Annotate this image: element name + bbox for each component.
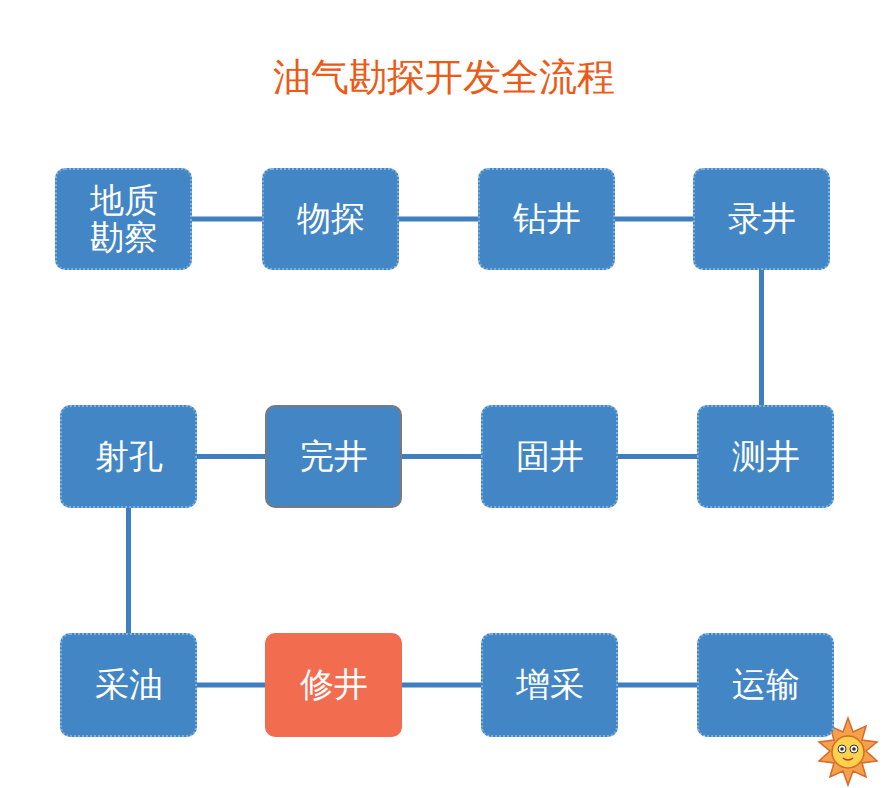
box-label: 钻井 [513, 200, 581, 237]
flow-connector [402, 683, 481, 688]
flow-connector [618, 454, 697, 459]
box-label: 射孔 [95, 438, 163, 475]
process-box: 采油 [60, 633, 197, 737]
box-label: 完井 [300, 438, 368, 475]
box-label: 运输 [732, 666, 800, 703]
process-box: 修井 [265, 633, 402, 737]
flow-connector [402, 454, 481, 459]
process-box: 固井 [481, 405, 618, 508]
box-label: 测井 [732, 438, 800, 475]
diagram-title: 油气勘探开发全流程 [0, 52, 888, 103]
box-label: 采油 [95, 666, 163, 703]
process-box: 录井 [693, 168, 830, 270]
flow-connector [197, 683, 265, 688]
box-label: 物探 [297, 200, 365, 237]
flow-connector [618, 683, 697, 688]
process-box: 测井 [697, 405, 834, 508]
process-box: 物探 [262, 168, 399, 270]
flow-connector [126, 508, 131, 633]
process-box: 钻井 [478, 168, 615, 270]
process-box: 完井 [265, 405, 402, 508]
flow-connector [197, 454, 265, 459]
box-label: 修井 [300, 666, 368, 703]
process-box: 运输 [697, 633, 834, 737]
flow-connector [399, 217, 478, 222]
process-box: 地质勘察 [55, 168, 192, 270]
box-label: 地质勘察 [89, 182, 159, 257]
box-label: 增采 [516, 666, 584, 703]
box-label: 固井 [516, 438, 584, 475]
flow-connector [615, 217, 693, 222]
process-box: 增采 [481, 633, 618, 737]
process-box: 射孔 [60, 405, 197, 508]
flow-connector [759, 270, 764, 405]
box-label: 录井 [728, 200, 796, 237]
flow-connector [192, 217, 262, 222]
